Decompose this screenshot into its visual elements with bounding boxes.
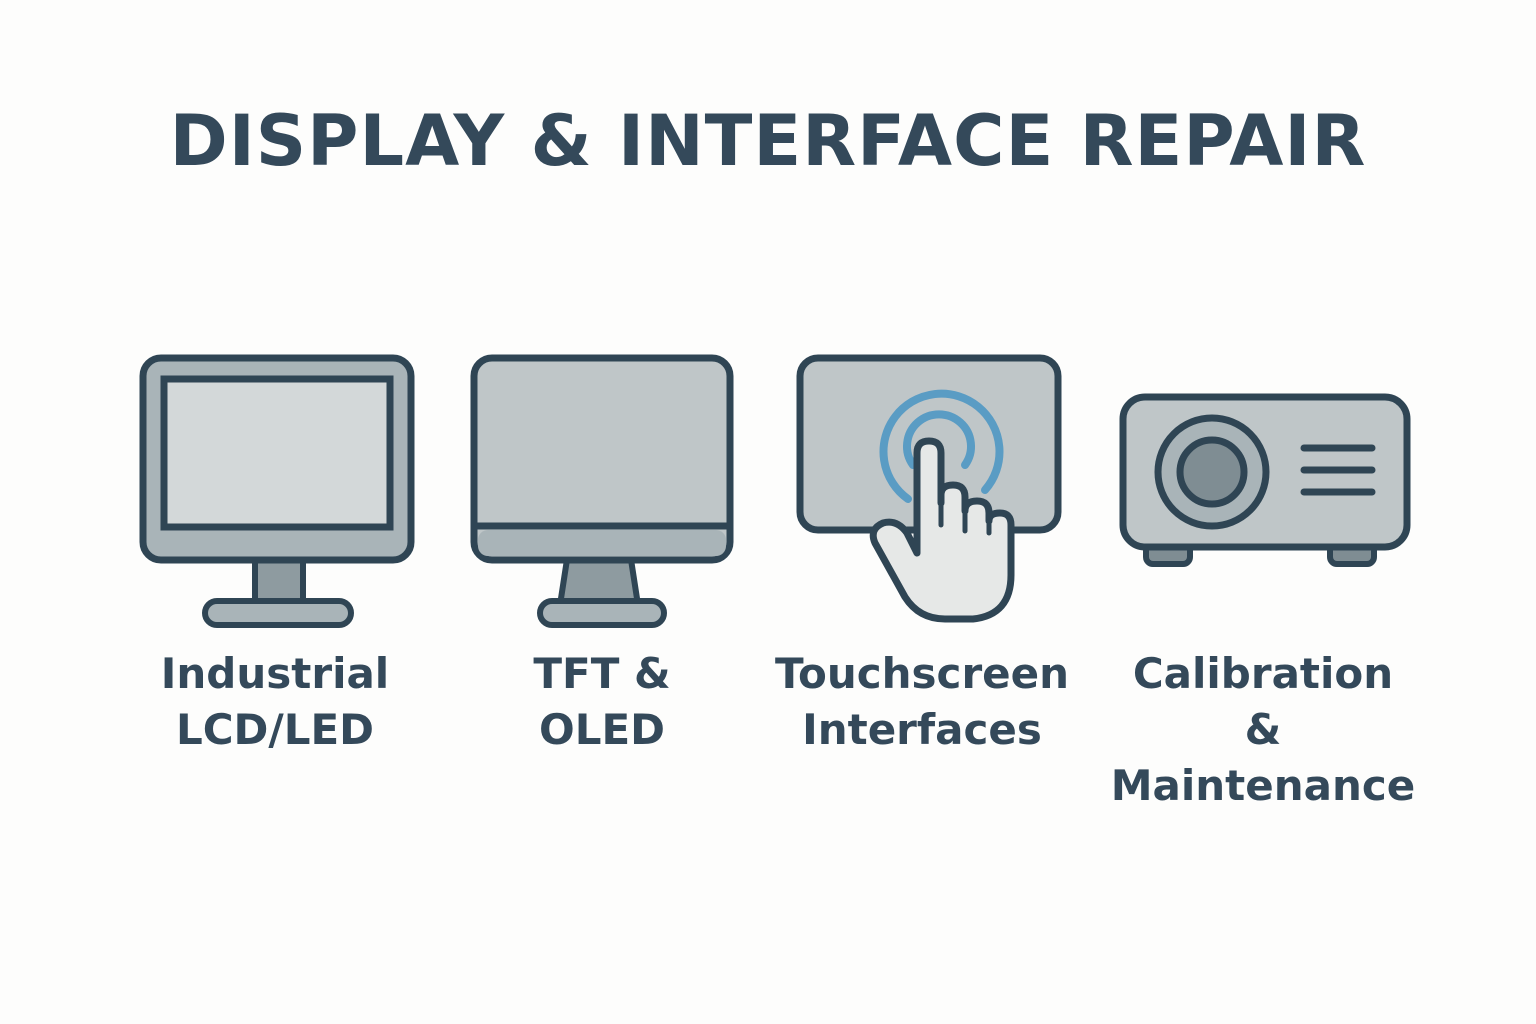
label-line-1: Industrial bbox=[160, 649, 390, 698]
service-label-touchscreen-interfaces: Touchscreen Interfaces bbox=[752, 646, 1092, 758]
label-line-1: Touchscreen bbox=[774, 649, 1070, 698]
label-line-2: Interfaces bbox=[802, 705, 1042, 754]
service-label-calibration-maintenance: Calibration & Maintenance bbox=[1093, 646, 1433, 814]
service-label-tft-oled: TFT & OLED bbox=[432, 646, 772, 758]
label-line-2: & Maintenance bbox=[1110, 705, 1416, 810]
touchscreen-icon bbox=[795, 353, 1065, 633]
label-line-2: LCD/LED bbox=[175, 705, 375, 754]
label-line-1: Calibration bbox=[1132, 649, 1394, 698]
flat-monitor-icon bbox=[468, 353, 738, 633]
service-label-industrial-lcd-led: Industrial LCD/LED bbox=[105, 646, 445, 758]
label-line-1: TFT & bbox=[533, 649, 671, 698]
monitor-icon bbox=[138, 353, 418, 633]
label-line-2: OLED bbox=[538, 705, 666, 754]
page-title: DISPLAY & INTERFACE REPAIR bbox=[169, 100, 1367, 182]
projector-icon bbox=[1118, 392, 1414, 572]
